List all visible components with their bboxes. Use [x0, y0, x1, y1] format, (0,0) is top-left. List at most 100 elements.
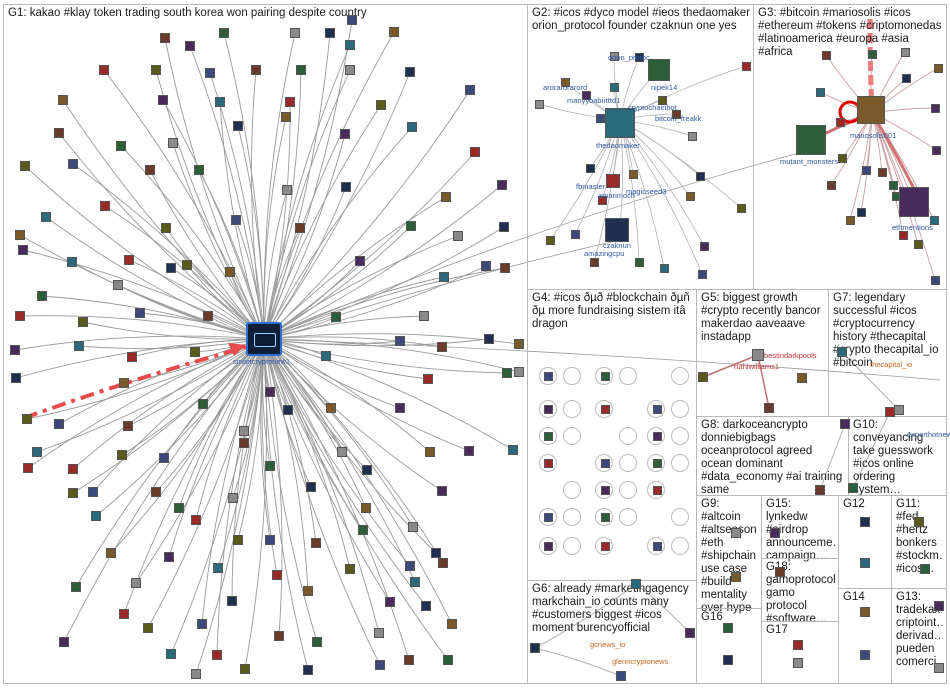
node-g3[interactable]: [913, 239, 923, 249]
node-g13[interactable]: [934, 601, 944, 611]
node-g1[interactable]: [166, 263, 176, 273]
node-g1[interactable]: [306, 482, 316, 492]
node-g1[interactable]: [345, 65, 355, 75]
node-g9[interactable]: [731, 572, 741, 582]
node-g4[interactable]: [652, 458, 662, 468]
node-ring-g4[interactable]: [563, 537, 581, 555]
node-g1[interactable]: [215, 97, 225, 107]
node-g1[interactable]: [312, 637, 322, 647]
node-g1[interactable]: [99, 65, 109, 75]
node-g1[interactable]: [265, 387, 275, 397]
node-g1[interactable]: [22, 414, 32, 424]
node-g11[interactable]: [920, 564, 930, 574]
node-g1[interactable]: [58, 95, 68, 105]
node-g1[interactable]: [41, 212, 51, 222]
node-g1[interactable]: [228, 493, 238, 503]
node-g1[interactable]: [265, 535, 275, 545]
node-g1[interactable]: [311, 538, 321, 548]
node-ring-g4[interactable]: [671, 367, 689, 385]
node-g1[interactable]: [404, 655, 414, 665]
node-ring-g4[interactable]: [619, 367, 637, 385]
node-g1[interactable]: [499, 222, 509, 232]
node-g4[interactable]: [543, 512, 553, 522]
node-g2[interactable]: [695, 171, 705, 181]
node-g1[interactable]: [143, 623, 153, 633]
node-g12[interactable]: [860, 558, 870, 568]
node-g1[interactable]: [32, 447, 42, 457]
node-g3[interactable]: [826, 180, 836, 190]
node-nipek14[interactable]: [648, 59, 670, 81]
node-g1[interactable]: [321, 351, 331, 361]
node-g8[interactable]: [815, 485, 825, 495]
node-g1[interactable]: [37, 291, 47, 301]
node-g4[interactable]: [600, 485, 610, 495]
node-g1[interactable]: [225, 267, 235, 277]
node-g7[interactable]: [894, 405, 904, 415]
node-g1[interactable]: [438, 558, 448, 568]
node-g1[interactable]: [15, 311, 25, 321]
node-g1[interactable]: [88, 487, 98, 497]
node-g1[interactable]: [508, 445, 518, 455]
node-g2[interactable]: [628, 169, 638, 179]
node-g1[interactable]: [331, 312, 341, 322]
node-g1[interactable]: [355, 256, 365, 266]
node-g3[interactable]: [930, 275, 940, 285]
node-g2[interactable]: [609, 51, 619, 61]
node-ring-g4[interactable]: [671, 400, 689, 418]
node-g4[interactable]: [543, 458, 553, 468]
node-g1[interactable]: [345, 40, 355, 50]
node-g1[interactable]: [408, 522, 418, 532]
node-g1[interactable]: [325, 28, 335, 38]
node-ring-g4[interactable]: [671, 508, 689, 526]
node-g1[interactable]: [71, 582, 81, 592]
node-g1[interactable]: [113, 280, 123, 290]
node-g4[interactable]: [543, 431, 553, 441]
node-g1[interactable]: [443, 655, 453, 665]
node-g1[interactable]: [290, 28, 300, 38]
node-g1[interactable]: [431, 548, 441, 558]
node-g3[interactable]: [856, 207, 866, 217]
node-g1[interactable]: [375, 660, 385, 670]
node-g1[interactable]: [285, 97, 295, 107]
node-g1[interactable]: [197, 619, 207, 629]
node-g1[interactable]: [470, 147, 480, 157]
node-ring-g4[interactable]: [563, 427, 581, 445]
node-g1[interactable]: [407, 122, 417, 132]
node-g4[interactable]: [652, 541, 662, 551]
node-g3[interactable]: [898, 230, 908, 240]
node-g1[interactable]: [419, 311, 429, 321]
node-g1[interactable]: [340, 129, 350, 139]
node-g1[interactable]: [213, 563, 223, 573]
hub-node-smartcryptonew1[interactable]: [246, 322, 282, 356]
node-g17[interactable]: [793, 640, 803, 650]
node-g1[interactable]: [337, 447, 347, 457]
node-g1[interactable]: [116, 141, 126, 151]
node-g1[interactable]: [117, 450, 127, 460]
node-mutant-monsters[interactable]: [796, 125, 826, 155]
node-g12[interactable]: [860, 517, 870, 527]
node-g1[interactable]: [78, 317, 88, 327]
node-g1[interactable]: [119, 378, 129, 388]
node-g3[interactable]: [877, 167, 887, 177]
node-g2[interactable]: [634, 257, 644, 267]
node-g1[interactable]: [376, 100, 386, 110]
node-g1[interactable]: [389, 27, 399, 37]
node-g1[interactable]: [219, 28, 229, 38]
node-g2[interactable]: [699, 241, 709, 251]
node-g1[interactable]: [439, 272, 449, 282]
node-g4[interactable]: [600, 512, 610, 522]
node-g1[interactable]: [164, 552, 174, 562]
node-g6[interactable]: [631, 579, 641, 589]
node-g2[interactable]: [595, 113, 605, 123]
node-g1[interactable]: [303, 665, 313, 675]
node-g2[interactable]: [736, 203, 746, 213]
node-g1[interactable]: [239, 438, 249, 448]
node-g16[interactable]: [723, 655, 733, 665]
node-ring-g4[interactable]: [563, 508, 581, 526]
node-g1[interactable]: [191, 669, 201, 679]
node-g1[interactable]: [159, 453, 169, 463]
node-g2[interactable]: [685, 191, 695, 201]
node-ring-g4[interactable]: [619, 481, 637, 499]
node-g4[interactable]: [600, 371, 610, 381]
node-g1[interactable]: [406, 221, 416, 231]
